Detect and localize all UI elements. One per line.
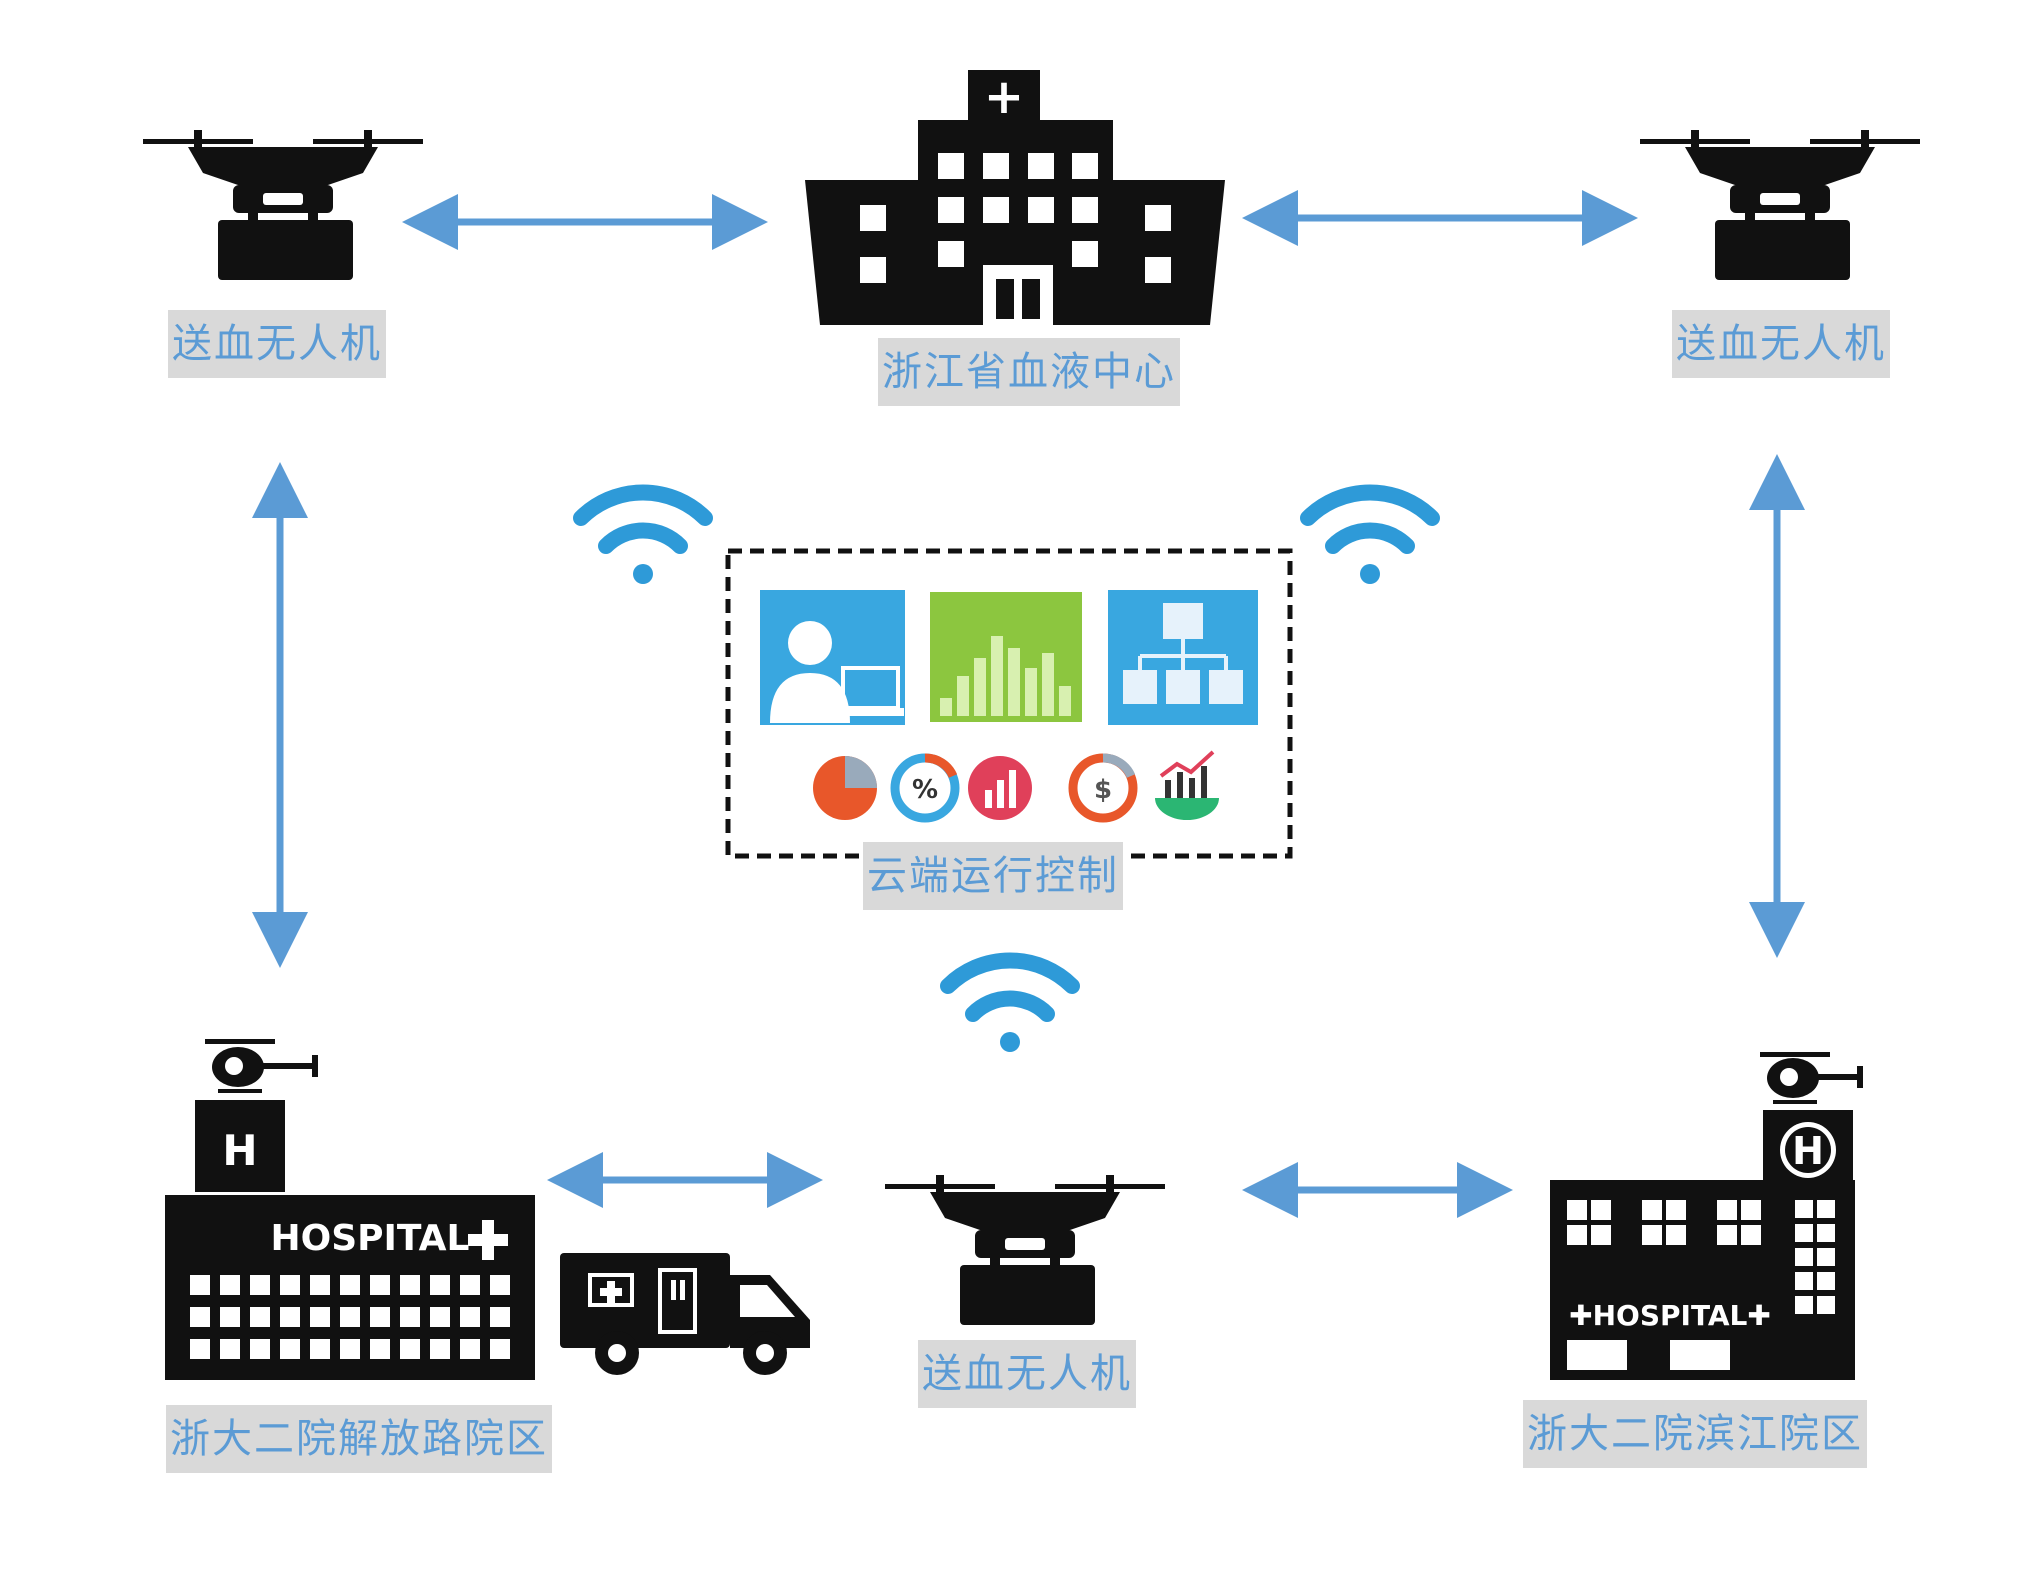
- drone-top-right-icon: [1640, 130, 1920, 280]
- pie-chart-icon: [813, 756, 877, 820]
- percent-symbol: %: [912, 775, 938, 805]
- drone-bottom-icon: [885, 1175, 1165, 1325]
- coin-symbol: $: [1094, 775, 1112, 805]
- wifi-icon-bottom: [940, 952, 1080, 1052]
- trend-chart-icon: [1155, 750, 1219, 820]
- drone-top-left-icon: [143, 130, 423, 280]
- helicopter-icon: [1760, 1052, 1863, 1104]
- helipad-symbol: H: [1792, 1129, 1824, 1173]
- helipad-symbol: H: [222, 1126, 257, 1175]
- wifi-icon-left: [573, 484, 713, 584]
- drone-bottom-label: 送血无人机: [918, 1340, 1136, 1408]
- user-monitor-icon: [760, 590, 905, 725]
- blood-center-building-icon: +: [805, 69, 1225, 325]
- hospital-right-building-icon: H ✚HOSPITAL✚: [1550, 1052, 1863, 1380]
- org-chart-tile-icon: [1108, 590, 1258, 725]
- hospital-left-building-icon: H HOSPITAL: [165, 1039, 535, 1380]
- cloud-control-panel: % $: [725, 548, 1293, 859]
- hospital-sign: ✚HOSPITAL✚: [1569, 1299, 1771, 1332]
- drone-top-right-label: 送血无人机: [1672, 310, 1890, 378]
- hospital-sign: HOSPITAL: [270, 1218, 469, 1259]
- dollar-coin-icon: $: [1068, 753, 1138, 823]
- growth-bars-icon: [968, 756, 1032, 820]
- wifi-icon-right: [1300, 484, 1440, 584]
- ambulance-icon: [560, 1253, 810, 1375]
- drone-top-left-label: 送血无人机: [168, 310, 386, 378]
- blood-center-label: 浙江省血液中心: [878, 338, 1180, 406]
- helicopter-icon: [205, 1039, 318, 1093]
- hospital-right-label: 浙大二院滨江院区: [1523, 1400, 1867, 1468]
- hospital-left-label: 浙大二院解放路院区: [166, 1405, 552, 1473]
- bar-chart-tile-icon: [930, 592, 1082, 722]
- cross-symbol: +: [984, 69, 1024, 125]
- cross-icon: [468, 1220, 508, 1260]
- percent-donut-icon: %: [890, 753, 960, 823]
- cloud-control-label: 云端运行控制: [863, 842, 1123, 910]
